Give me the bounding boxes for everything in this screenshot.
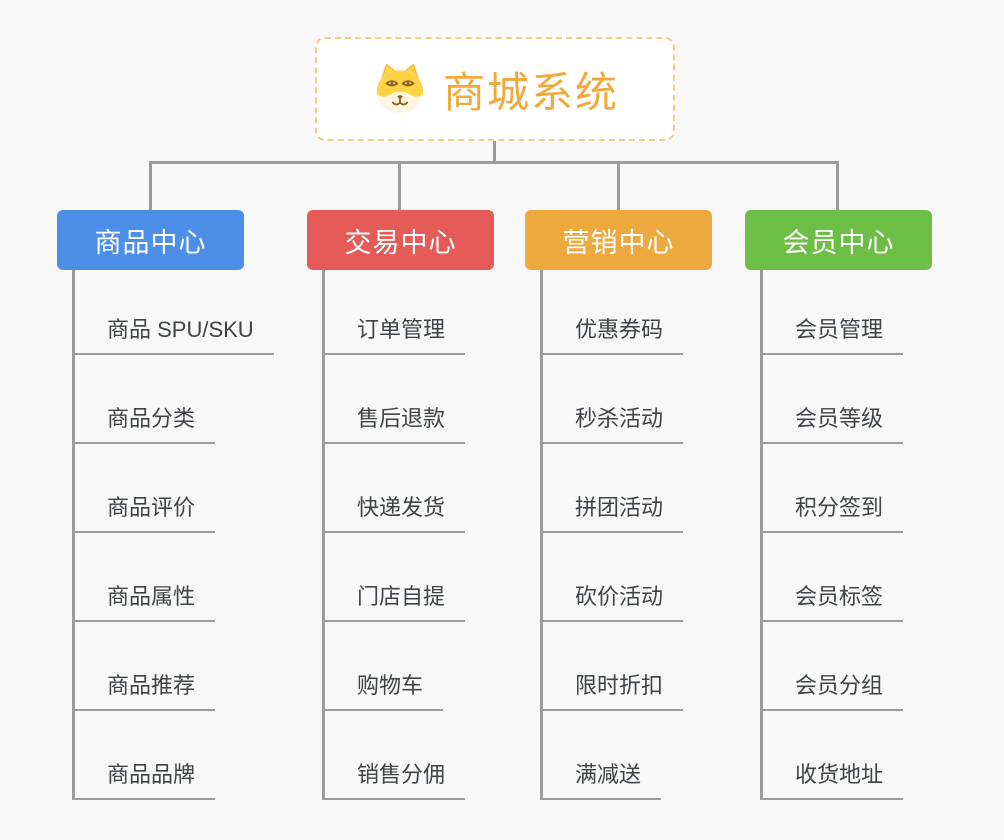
tree-item-label[interactable]: 满减送 <box>543 757 662 800</box>
tree-item: 会员标签 <box>763 533 932 622</box>
tree-item: 商品属性 <box>75 533 244 622</box>
tree-item-label[interactable]: 会员等级 <box>763 401 904 444</box>
connector-drop-trade <box>398 161 401 210</box>
branch-member: 会员中心 会员管理 会员等级 积分签到 会员标签 会员分组 收货地址 <box>745 210 932 800</box>
branch-marketing: 营销中心 优惠券码 秒杀活动 拼团活动 砍价活动 限时折扣 满减送 <box>525 210 712 800</box>
tree-item-label[interactable]: 订单管理 <box>325 312 466 355</box>
tree-item-label[interactable]: 商品属性 <box>75 579 216 622</box>
tree-item-label[interactable]: 收货地址 <box>763 757 904 800</box>
tree-item: 商品 SPU/SKU <box>75 270 274 355</box>
branch-product-items: 商品 SPU/SKU 商品分类 商品评价 商品属性 商品推荐 商品品牌 <box>72 270 274 800</box>
branch-header-trade[interactable]: 交易中心 <box>307 210 494 270</box>
tree-item-label[interactable]: 购物车 <box>325 668 444 711</box>
tree-item-label[interactable]: 门店自提 <box>325 579 466 622</box>
tree-item: 门店自提 <box>325 533 494 622</box>
tree-item-label[interactable]: 商品品牌 <box>75 757 216 800</box>
tree-item-label[interactable]: 售后退款 <box>325 401 466 444</box>
root-node[interactable]: 商城系统 <box>315 37 675 141</box>
branch-member-items: 会员管理 会员等级 积分签到 会员标签 会员分组 收货地址 <box>760 270 932 800</box>
tree-item: 商品推荐 <box>75 622 244 711</box>
branch-product: 商品中心 商品 SPU/SKU 商品分类 商品评价 商品属性 商品推荐 商品品牌 <box>57 210 274 800</box>
connector-drop-product <box>149 161 152 210</box>
tree-item: 销售分佣 <box>325 711 494 800</box>
connector-drop-member <box>836 161 839 210</box>
dog-face-icon <box>376 64 424 114</box>
tree-item: 收货地址 <box>763 711 932 800</box>
tree-item: 会员分组 <box>763 622 932 711</box>
tree-item: 砍价活动 <box>543 533 712 622</box>
branch-trade: 交易中心 订单管理 售后退款 快递发货 门店自提 购物车 销售分佣 <box>307 210 494 800</box>
branch-trade-items: 订单管理 售后退款 快递发货 门店自提 购物车 销售分佣 <box>322 270 494 800</box>
tree-item-label[interactable]: 会员分组 <box>763 668 904 711</box>
tree-item-label[interactable]: 拼团活动 <box>543 490 684 533</box>
tree-item: 满减送 <box>543 711 712 800</box>
branch-header-marketing[interactable]: 营销中心 <box>525 210 712 270</box>
tree-item-label[interactable]: 商品推荐 <box>75 668 216 711</box>
tree-item-label[interactable]: 商品评价 <box>75 490 216 533</box>
tree-item-label[interactable]: 商品 SPU/SKU <box>75 312 274 355</box>
tree-item-label[interactable]: 砍价活动 <box>543 579 684 622</box>
root-title: 商城系统 <box>442 68 619 116</box>
tree-item: 快递发货 <box>325 444 494 533</box>
connector-drop-marketing <box>617 161 620 210</box>
branch-marketing-items: 优惠券码 秒杀活动 拼团活动 砍价活动 限时折扣 满减送 <box>540 270 712 800</box>
tree-item-label[interactable]: 秒杀活动 <box>543 401 684 444</box>
tree-item-label[interactable]: 销售分佣 <box>325 757 466 800</box>
tree-item: 售后退款 <box>325 355 494 444</box>
tree-item: 商品评价 <box>75 444 244 533</box>
connector-root-stem <box>493 141 496 164</box>
tree-item-label[interactable]: 优惠券码 <box>543 312 684 355</box>
tree-item-label[interactable]: 会员管理 <box>763 312 904 355</box>
tree-item: 积分签到 <box>763 444 932 533</box>
tree-item: 商品品牌 <box>75 711 244 800</box>
tree-item: 拼团活动 <box>543 444 712 533</box>
tree-item: 订单管理 <box>325 270 494 355</box>
tree-item-label[interactable]: 商品分类 <box>75 401 216 444</box>
tree-item-label[interactable]: 快递发货 <box>325 490 466 533</box>
tree-item-label[interactable]: 积分签到 <box>763 490 904 533</box>
tree-item: 会员管理 <box>763 270 932 355</box>
tree-item-label[interactable]: 会员标签 <box>763 579 904 622</box>
tree-item: 秒杀活动 <box>543 355 712 444</box>
connector-horizontal-bus <box>149 161 839 164</box>
tree-item: 限时折扣 <box>543 622 712 711</box>
branch-header-product[interactable]: 商品中心 <box>57 210 244 270</box>
tree-item: 优惠券码 <box>543 270 712 355</box>
branch-header-member[interactable]: 会员中心 <box>745 210 932 270</box>
tree-item: 商品分类 <box>75 355 244 444</box>
tree-item-label[interactable]: 限时折扣 <box>543 668 684 711</box>
tree-item: 购物车 <box>325 622 494 711</box>
tree-item: 会员等级 <box>763 355 932 444</box>
